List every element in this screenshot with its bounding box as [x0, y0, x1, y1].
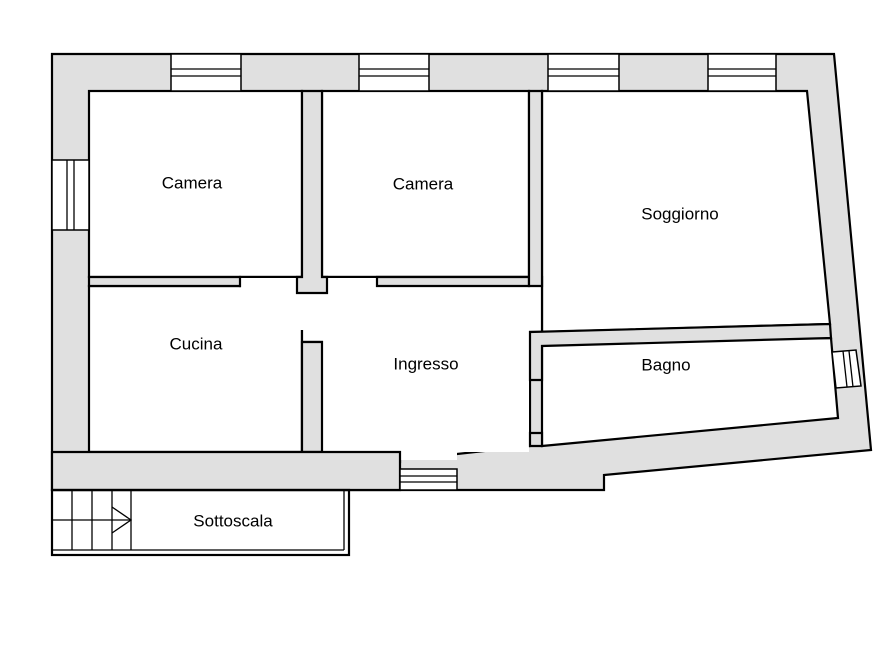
room-camera-left — [87, 89, 304, 279]
windows — [51, 53, 862, 491]
hall-fill-3 — [401, 440, 457, 460]
label-camera-center: Camera — [393, 174, 454, 193]
label-cucina: Cucina — [170, 334, 223, 353]
label-soggiorno: Soggiorno — [641, 204, 719, 223]
hall-fill-2 — [323, 330, 529, 452]
label-bagno: Bagno — [641, 355, 690, 374]
label-camera-left: Camera — [162, 173, 223, 192]
sottoscala-area — [50, 488, 351, 557]
label-ingresso: Ingresso — [393, 354, 458, 373]
label-sottoscala: Sottoscala — [193, 511, 273, 530]
